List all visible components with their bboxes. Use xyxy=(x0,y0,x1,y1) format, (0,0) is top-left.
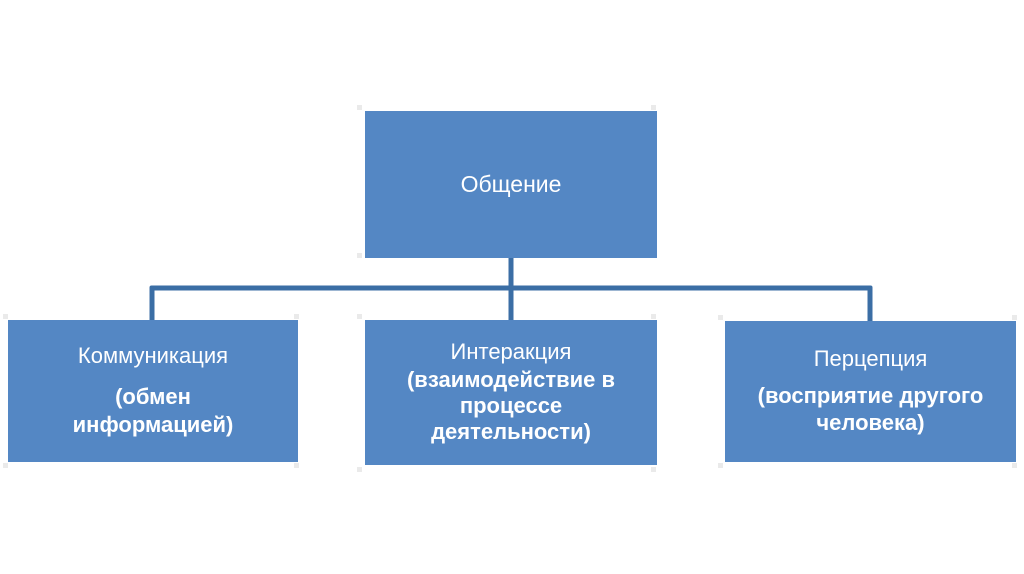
selection-handle-mark xyxy=(718,463,723,468)
selection-handle-mark xyxy=(651,314,656,319)
selection-handle-mark xyxy=(651,467,656,472)
node-communication-detail-line-1: (обмен xyxy=(115,383,191,409)
node-pertseptsiya[interactable]: Перцепция (восприятие другого человека) xyxy=(725,321,1016,462)
node-interaction-detail-line-2: процессе xyxy=(459,393,563,419)
selection-handle-mark xyxy=(1012,315,1017,320)
selection-handle-mark xyxy=(3,314,8,319)
selection-handle-mark xyxy=(651,105,656,110)
connector-corner-right xyxy=(867,285,873,291)
node-interaction-title: Интеракция xyxy=(450,339,572,365)
selection-handle-mark xyxy=(357,253,362,258)
selection-handle-mark xyxy=(357,105,362,110)
node-perception-detail-line-2: человека) xyxy=(816,410,925,436)
node-kommunikatsiya[interactable]: Коммуникация (обмен информацией) xyxy=(8,320,298,462)
node-root-label: Общение xyxy=(460,171,562,198)
selection-handle-mark xyxy=(294,463,299,468)
node-interaktsiya[interactable]: Интеракция (взаимодействие в процессе де… xyxy=(365,320,657,465)
selection-handle-mark xyxy=(718,315,723,320)
node-interaction-detail-line-1: (взаимодействие в xyxy=(406,366,616,392)
node-communication-detail-line-2: информацией) xyxy=(72,411,234,437)
node-interaction-detail-line-3: деятельности) xyxy=(431,419,591,445)
selection-handle-mark xyxy=(1012,463,1017,468)
selection-handle-mark xyxy=(3,463,8,468)
node-communication-title: Коммуникация xyxy=(77,343,229,369)
selection-handle-mark xyxy=(294,314,299,319)
selection-handle-mark xyxy=(357,467,362,472)
node-perception-title: Перцепция xyxy=(813,345,928,371)
node-perception-detail-line-1: (восприятие другого xyxy=(757,383,984,409)
node-obshchenie[interactable]: Общение xyxy=(365,111,657,258)
selection-handle-mark xyxy=(357,314,362,319)
connector-corner-left xyxy=(149,285,155,291)
